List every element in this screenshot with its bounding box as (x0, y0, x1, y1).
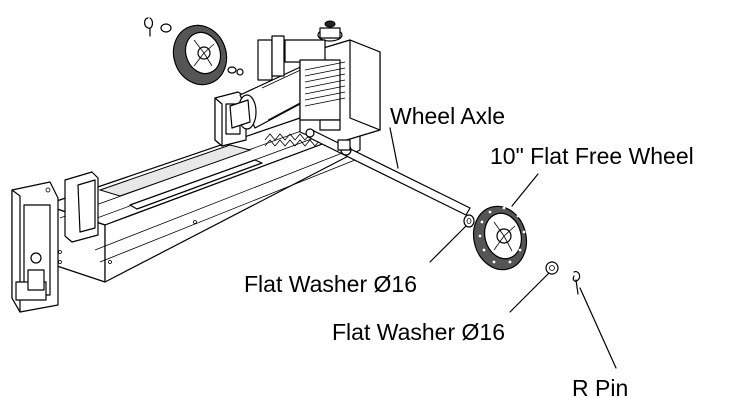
label-r-pin: R Pin (572, 375, 628, 401)
flat-washer-inner (463, 214, 475, 228)
flat-washer-outer (545, 261, 559, 275)
log-splitter-frame (11, 117, 361, 313)
front-wheel (472, 205, 528, 271)
wheel-axle (305, 128, 471, 216)
label-flat-free-wheel: 10" Flat Free Wheel (490, 143, 694, 169)
cooling-fins (304, 61, 346, 107)
label-wheel-axle: Wheel Axle (390, 103, 505, 129)
pump-motor-assembly (257, 20, 381, 147)
label-flat-washer-1: Flat Washer Ø16 (244, 271, 417, 297)
leader-lines (389, 127, 617, 369)
rear-wheel-assembly (144, 17, 244, 86)
label-flat-washer-2: Flat Washer Ø16 (332, 319, 505, 345)
r-pin (572, 271, 581, 295)
